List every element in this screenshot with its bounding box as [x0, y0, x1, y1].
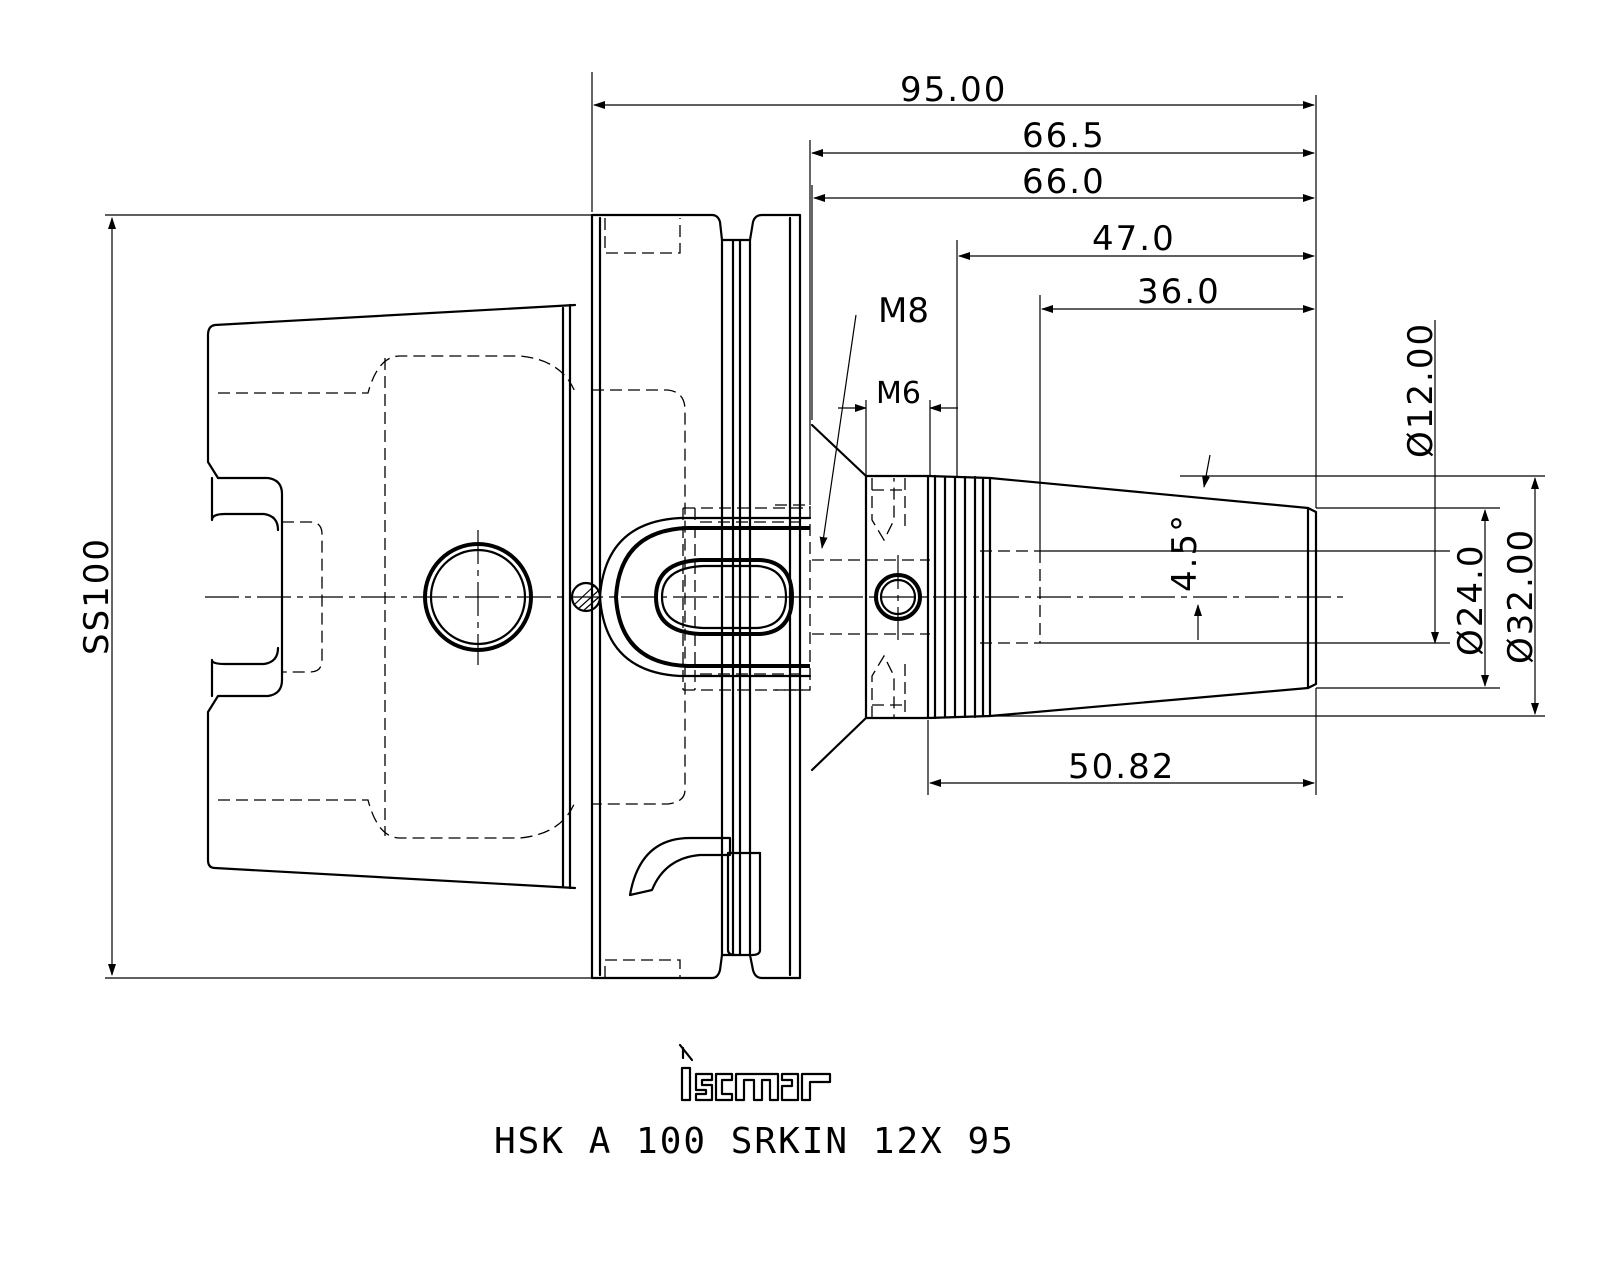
dimension-labels: 95.00 66.5 66.0 47.0 36.0 50.82 M8 M6 SS… — [77, 70, 1541, 787]
dim-shank-size: SS100 — [77, 537, 117, 655]
iscar-logo — [678, 1043, 832, 1102]
center-lines — [205, 530, 1345, 665]
dim-66-0: 66.0 — [1022, 162, 1106, 202]
dim-50-82: 50.82 — [1068, 747, 1175, 787]
hsk-taper-shank — [206, 303, 602, 890]
dim-taper-angle: 4.5° — [1165, 513, 1205, 592]
flange — [590, 213, 812, 980]
dim-36: 36.0 — [1137, 272, 1221, 312]
dimension-lines — [105, 72, 1545, 979]
dim-66-5: 66.5 — [1022, 116, 1106, 156]
part-number-caption: HSK A 100 SRKIN 12X 95 — [494, 1121, 1015, 1162]
dim-bore-dia: Ø12.00 — [1401, 322, 1441, 458]
dim-47: 47.0 — [1092, 219, 1176, 259]
dim-overall-length: 95.00 — [900, 70, 1007, 110]
thread-m8-label: M8 — [878, 291, 929, 331]
shrink-nose — [810, 423, 1318, 772]
dim-dia-32: Ø32.00 — [1501, 528, 1541, 664]
thread-m6-label: M6 — [876, 376, 921, 411]
dim-dia-24: Ø24.0 — [1451, 544, 1491, 656]
